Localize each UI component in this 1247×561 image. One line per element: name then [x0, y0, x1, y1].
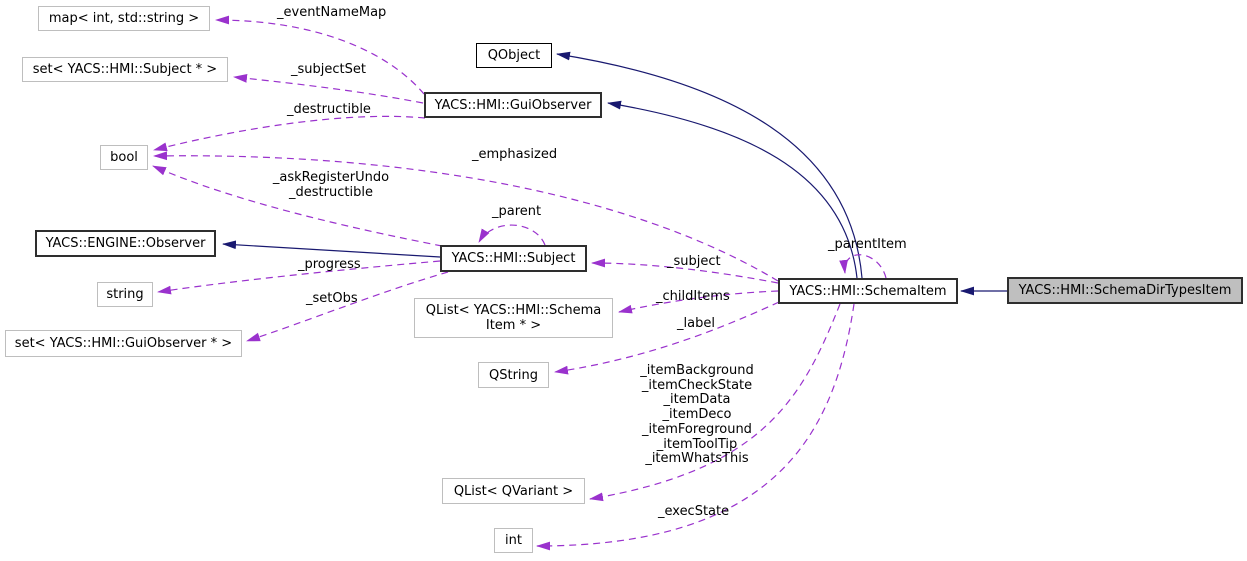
edge-label-subject: _subject — [667, 254, 721, 269]
edge-label-label: _label — [677, 316, 715, 331]
edge-schemaitem-childitems — [618, 290, 779, 314]
edge-label-progress: _progress — [298, 257, 361, 272]
node-guiobserver[interactable]: YACS::HMI::GuiObserver — [424, 92, 602, 118]
edge-label-askregisterundo: _askRegisterUndo — [272, 170, 390, 185]
edge-label-itembackground: _itemBackground — [640, 363, 754, 378]
node-schemadirtypesitem-current: YACS::HMI::SchemaDirTypesItem — [1007, 277, 1243, 304]
edge-label-itemdata: _itemData — [663, 392, 731, 408]
edge-label-askregisterundo-destructible: _askRegisterUndo _destructible — [270, 170, 392, 200]
edge-label-itemforeground: _itemForeground — [642, 421, 752, 437]
edge-label-itemtooltip: _itemToolTip — [656, 436, 738, 452]
edge-subject-to-engine-observer — [222, 240, 441, 258]
edge-subject-parent-selfloop — [478, 224, 546, 246]
edge-guiobserver-eventnamemap — [215, 15, 425, 95]
edge-schemaitem-to-guiobserver — [607, 100, 858, 279]
edge-label-setobs: _setObs — [306, 291, 358, 306]
node-string: string — [97, 282, 153, 307]
edge-label-itemmembers: _itemBackground _itemCheckState _itemDat… — [630, 363, 764, 467]
edge-subject-setobs — [246, 271, 449, 342]
edge-label-itemcheckstate: _itemCheckState — [641, 377, 753, 393]
node-schemaitem[interactable]: YACS::HMI::SchemaItem — [778, 278, 958, 304]
node-qlist-qvariant: QList< QVariant > — [442, 478, 585, 504]
edge-label-parentitem: _parentItem — [828, 237, 907, 252]
edge-schemaitem-label — [554, 301, 780, 375]
node-set-guiobserver: set< YACS::HMI::GuiObserver * > — [5, 330, 242, 357]
node-subject[interactable]: YACS::HMI::Subject — [440, 245, 587, 272]
node-qstring: QString — [478, 362, 549, 388]
edge-label-itemdeco: _itemDeco — [662, 407, 732, 423]
edge-label-emphasized: _emphasized — [472, 147, 558, 162]
edge-label-execstate: _execState — [658, 504, 730, 519]
edge-schemaitem-emphasized — [153, 151, 779, 282]
edge-label-destructible-guiobserver: _destructible — [287, 102, 371, 117]
edge-guiobserver-destructible — [153, 115, 426, 152]
edge-label-destructible-subject: _destructible — [289, 184, 373, 200]
edge-schemaitem-itemmembers — [589, 303, 841, 502]
edge-label-childitems: _childItems — [656, 289, 730, 304]
edge-label-itemwhatsthis: _itemWhatsThis — [645, 451, 749, 467]
node-set-subject: set< YACS::HMI::Subject * > — [22, 57, 228, 82]
node-bool: bool — [100, 145, 148, 170]
edge-label-subjectset: _subjectSet — [291, 62, 366, 77]
edge-schemaitem-to-qobject — [556, 51, 863, 279]
node-engine-observer[interactable]: YACS::ENGINE::Observer — [35, 230, 216, 257]
node-qobject[interactable]: QObject — [476, 43, 552, 68]
node-int: int — [494, 528, 533, 553]
edge-guiobserver-subjectset — [233, 73, 424, 104]
node-qlist-schemaitem: QList< YACS::HMI::Schema Item * > — [414, 298, 613, 338]
edge-label-eventnamemap: _eventNameMap — [277, 5, 387, 20]
edge-subject-askregisterundo-destructible — [152, 165, 443, 247]
edge-schemaitem-parentitem-selfloop — [839, 254, 887, 279]
edge-schemaitem-execstate — [536, 303, 855, 551]
edge-label-parent: _parent — [492, 204, 542, 219]
node-map-int-string: map< int, std::string > — [38, 6, 210, 31]
